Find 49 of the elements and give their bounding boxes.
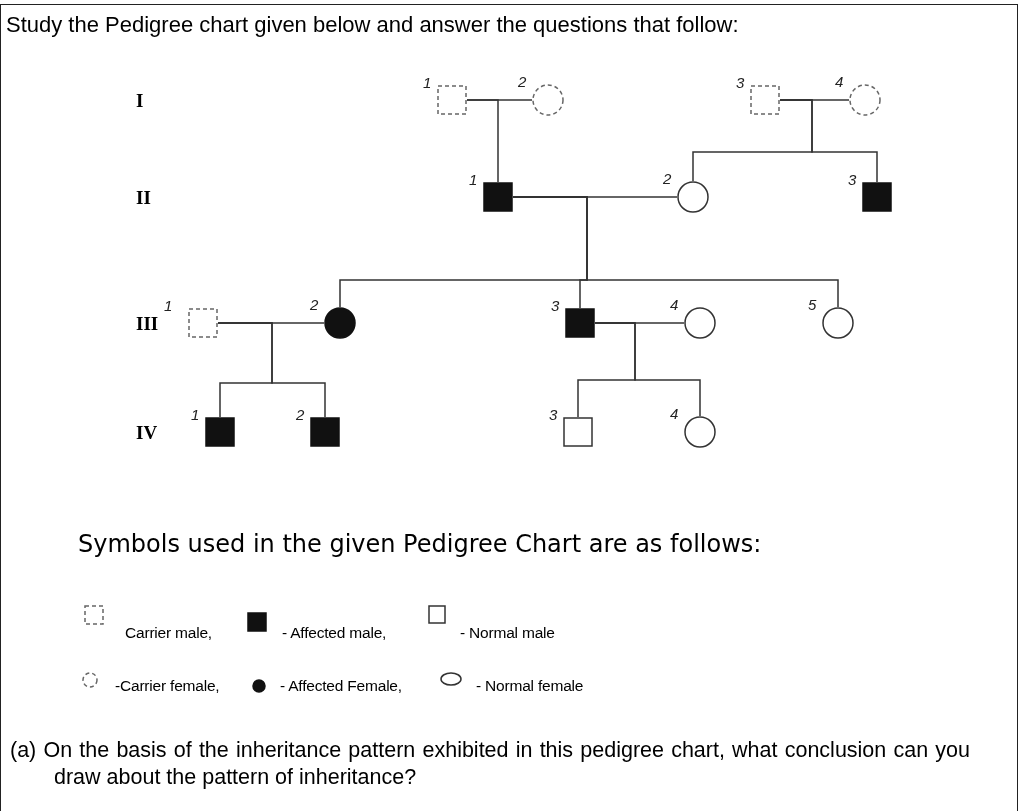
- individual-number: 1: [423, 75, 432, 90]
- legend-heading: Symbols used in the given Pedigree Chart are as follows:: [78, 530, 762, 558]
- affected-male-symbol: [310, 417, 340, 447]
- individual-number: 1: [164, 298, 173, 313]
- generation-numeral: IV: [136, 423, 158, 442]
- affected-male-symbol: [565, 308, 595, 338]
- carrier-male-symbol: [188, 308, 218, 338]
- normal-male-symbol: [563, 417, 593, 447]
- individual-number: 1: [469, 172, 478, 187]
- carrier-male-symbol: [437, 85, 467, 115]
- individual-number: 3: [736, 75, 745, 90]
- normal-female-symbol: [684, 416, 716, 448]
- normal-female-symbol: [677, 181, 709, 213]
- descent-line: [594, 322, 701, 417]
- individual-number: 1: [191, 407, 200, 422]
- affected-female-symbol: [324, 307, 356, 339]
- normal-female-symbol: [822, 307, 854, 339]
- legend-text: -Carrier female,: [115, 678, 220, 694]
- affected-male-symbol: [483, 182, 513, 212]
- normal-female-symbol: [684, 307, 716, 339]
- carrier-male-symbol: [750, 85, 780, 115]
- individual-number: 4: [670, 297, 679, 312]
- legend-text: - Affected Female,: [280, 678, 402, 694]
- descent-line: [466, 99, 499, 183]
- affected-male-symbol: [205, 417, 235, 447]
- descent-line: [217, 322, 326, 418]
- individual-number: 3: [549, 407, 558, 422]
- individual-number: 3: [848, 172, 857, 187]
- legend-text: - Normal female: [476, 678, 584, 694]
- individual-number: 4: [670, 406, 679, 421]
- individual-number: 2: [296, 407, 305, 422]
- individual-number: 2: [310, 297, 319, 312]
- affected-male-symbol: [862, 182, 892, 212]
- legend-text: Carrier male,: [125, 625, 212, 641]
- carrier-female-symbol: [532, 84, 564, 116]
- individual-number: 3: [551, 298, 560, 313]
- title: Study the Pedigree chart given below and answer the questions that follow:: [6, 12, 739, 38]
- legend-text: - Affected male,: [282, 625, 387, 641]
- individual-number: 5: [808, 297, 817, 312]
- generation-numeral: II: [136, 188, 151, 207]
- generation-numeral: III: [136, 314, 159, 333]
- carrier-female-symbol: [849, 84, 881, 116]
- individual-number: 4: [835, 74, 844, 89]
- question-text: (a) On the basis of the inheritance pattern exhibited in this pedigree chart, what conclusion can you draw about the pattern of inheritance?: [10, 737, 970, 791]
- generation-numeral: I: [136, 91, 144, 110]
- descent-line: [779, 99, 878, 183]
- legend-text: - Normal male: [460, 625, 555, 641]
- individual-number: 2: [663, 171, 672, 186]
- individual-number: 2: [518, 74, 527, 89]
